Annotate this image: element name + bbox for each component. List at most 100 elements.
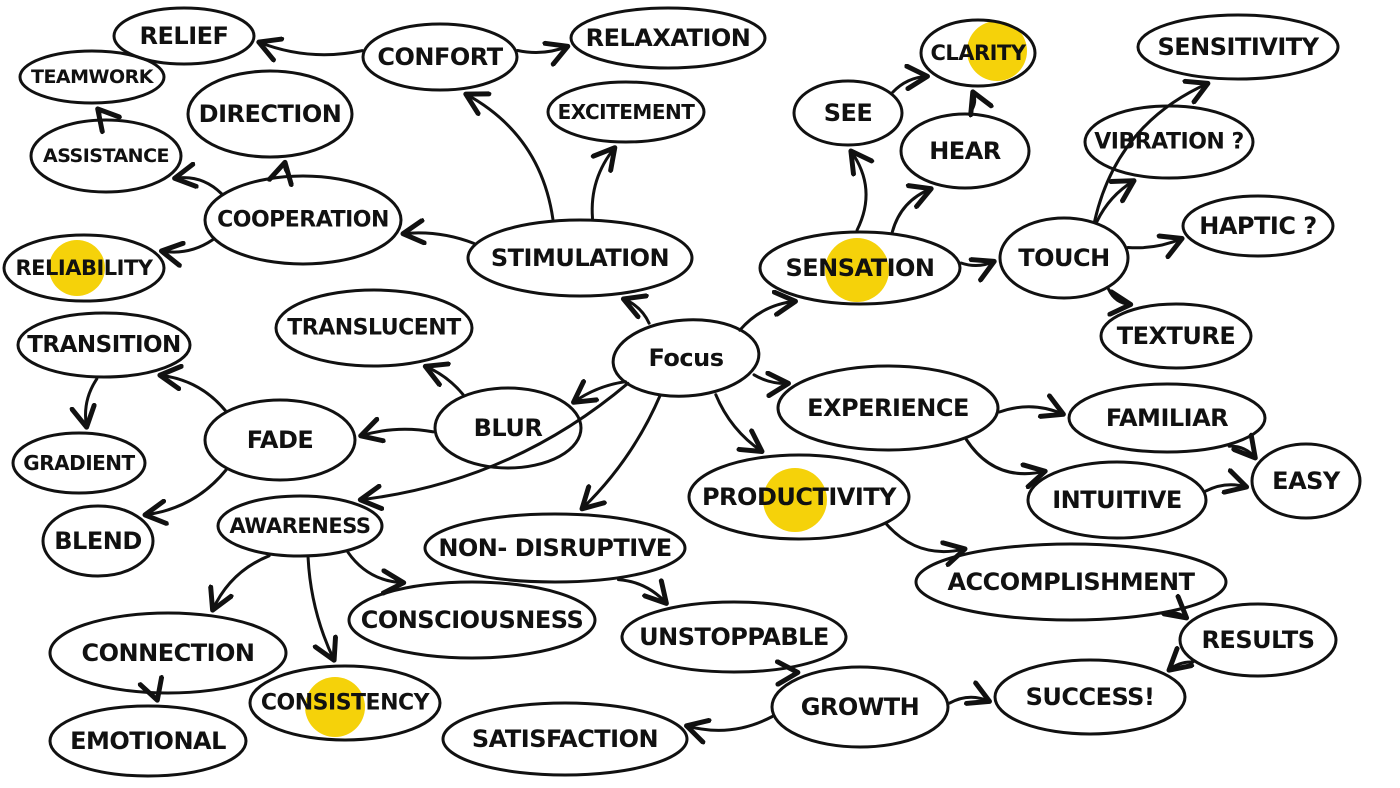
sensitivity-label: SENSITIVITY — [1157, 33, 1319, 61]
awareness-bubble — [216, 494, 384, 558]
sensitivity-bubble — [1136, 13, 1340, 81]
translucent-bubble — [274, 288, 474, 368]
unstoppable-label: UNSTOPPABLE — [639, 623, 829, 651]
intuitive-bubble — [1026, 460, 1208, 540]
reliability-bubble — [2, 233, 166, 303]
connector-see-to-clarity — [891, 76, 928, 94]
connector-awareness-to-connection — [213, 554, 271, 610]
connector-awareness-to-consistency — [306, 556, 334, 660]
connector-unstoppable-to-growth — [792, 669, 798, 673]
connector-blur-to-translucent — [425, 366, 465, 396]
excitement-bubble — [546, 80, 706, 144]
consistency-highlight-dot — [305, 677, 365, 737]
relaxation-bubble — [569, 6, 767, 70]
blend-label: BLEND — [54, 527, 142, 555]
node-gradient: GRADIENT — [11, 431, 147, 495]
node-easy: EASY — [1250, 442, 1362, 520]
connector-focus-to-experience — [752, 375, 789, 384]
connector-connection-to-emotional — [157, 695, 159, 700]
reliability-label: RELIABILITY — [15, 256, 153, 280]
clarity-label: CLARITY — [930, 41, 1026, 65]
connector-awareness-to-consciousness — [346, 550, 404, 582]
relief-label: RELIEF — [140, 22, 229, 50]
connector-growth-to-satisfaction — [687, 715, 774, 731]
node-familiar: FAMILIAR — [1067, 382, 1267, 454]
node-blur: BLUR — [433, 386, 583, 470]
gradient-bubble — [11, 431, 147, 495]
node-experience: EXPERIENCE — [776, 364, 1000, 452]
connector-cooperation-to-assistance — [175, 178, 223, 195]
touch-label: TOUCH — [1018, 244, 1109, 272]
connector-cooperation-to-reliability — [161, 238, 215, 252]
node-translucent: TRANSLUCENT — [274, 288, 474, 368]
node-touch: TOUCH — [998, 216, 1130, 300]
connector-touch-to-haptic — [1126, 239, 1182, 248]
node-nondisruptive: NON- DISRUPTIVE — [423, 512, 687, 584]
sensation-label: SENSATION — [785, 254, 934, 282]
stimulation-bubble — [466, 218, 694, 298]
reliability-highlight-dot — [49, 240, 105, 296]
connector-touch-to-texture — [1107, 287, 1131, 305]
productivity-bubble — [687, 453, 911, 541]
node-relief: RELIEF — [112, 6, 256, 66]
consistency-bubble — [248, 664, 442, 742]
hear-bubble — [899, 112, 1031, 190]
confort-label: CONFORT — [377, 43, 503, 71]
connector-familiar-to-easy — [1227, 446, 1255, 458]
haptic-label: HAPTIC ? — [1199, 212, 1316, 240]
node-texture: TEXTURE — [1099, 302, 1253, 370]
growth-label: GROWTH — [801, 693, 920, 721]
node-focus: Focus — [611, 318, 761, 398]
blur-bubble — [433, 386, 583, 470]
node-excitement: EXCITEMENT — [546, 80, 706, 144]
node-fade: FADE — [203, 398, 357, 482]
connector-stimulation-to-excitement — [590, 148, 615, 220]
connector-nondisruptive-to-unstoppable — [617, 578, 667, 604]
connector-experience-to-familiar — [998, 407, 1064, 415]
connector-focus-to-productivity — [714, 393, 762, 452]
connector-blur-to-fade — [361, 429, 435, 436]
connector-fade-to-blend — [145, 468, 228, 515]
emotional-bubble — [48, 704, 248, 778]
connector-intuitive-to-easy — [1204, 485, 1247, 491]
stimulation-label: STIMULATION — [491, 244, 669, 272]
direction-bubble — [186, 69, 354, 159]
node-teamwork: TEAMWORK — [18, 49, 166, 105]
results-bubble — [1178, 602, 1338, 678]
success-bubble — [993, 658, 1187, 736]
connector-stimulation-to-confort — [466, 94, 555, 221]
node-emotional: EMOTIONAL — [48, 704, 248, 778]
direction-label: DIRECTION — [199, 100, 342, 128]
connector-touch-to-vibration — [1095, 181, 1134, 224]
texture-label: TEXTURE — [1117, 322, 1236, 350]
emotional-label: EMOTIONAL — [70, 727, 226, 755]
transition-bubble — [16, 311, 192, 379]
focus-bubble — [611, 318, 761, 398]
fade-label: FADE — [247, 426, 314, 454]
experience-bubble — [776, 364, 1000, 452]
connector-productivity-to-accomplishment — [885, 522, 965, 551]
teamwork-bubble — [18, 49, 166, 105]
connector-touch-to-sensitivity — [1093, 83, 1208, 223]
node-success: SUCCESS! — [993, 658, 1187, 736]
see-bubble — [792, 79, 904, 147]
satisfaction-bubble — [441, 701, 689, 777]
relief-bubble — [112, 6, 256, 66]
easy-bubble — [1250, 442, 1362, 520]
transition-label: TRANSITION — [27, 332, 181, 358]
nondisruptive-label: NON- DISRUPTIVE — [438, 534, 671, 562]
connection-bubble — [48, 611, 288, 695]
node-accomplishment: ACCOMPLISHMENT — [914, 542, 1228, 622]
teamwork-label: TEAMWORK — [31, 66, 155, 88]
translucent-label: TRANSLUCENT — [287, 316, 461, 341]
familiar-label: FAMILIAR — [1106, 404, 1228, 432]
satisfaction-label: SATISFACTION — [472, 725, 658, 753]
hear-label: HEAR — [929, 137, 1001, 165]
excitement-label: EXCITEMENT — [558, 100, 696, 124]
vibration-bubble — [1083, 104, 1255, 180]
sensation-bubble — [758, 230, 962, 306]
node-assistance: ASSISTANCE — [29, 118, 183, 194]
touch-bubble — [998, 216, 1130, 300]
